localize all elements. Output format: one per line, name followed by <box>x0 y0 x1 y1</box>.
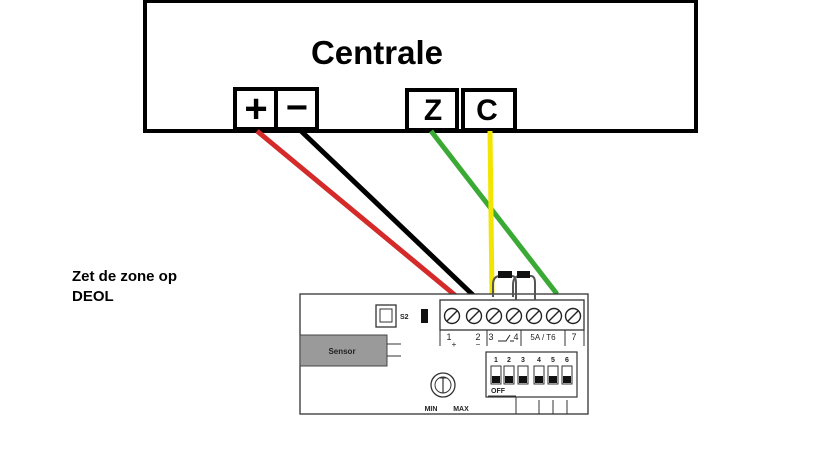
terminal-screw <box>443 307 461 325</box>
terminal-screw <box>465 307 483 325</box>
terminal-label-7: 7 <box>571 332 576 342</box>
terminal-c <box>461 88 517 132</box>
terminal-plus <box>233 87 278 131</box>
terminal-z-label: Z <box>424 94 442 127</box>
dip-numbers: 1 2 3 4 5 6 <box>494 357 569 364</box>
terminal-screw <box>545 307 563 325</box>
z-wire <box>429 129 559 296</box>
s2-label: S2 <box>400 314 409 321</box>
jumper-resistor-2 <box>512 271 536 300</box>
dip-number: 4 <box>537 357 541 364</box>
detector-module: 1 2 3 4 5A / T6 7 + − S2 Sensor <box>299 271 589 415</box>
dip-switch-2 <box>503 365 515 385</box>
dip-off-label: OFF <box>491 388 506 395</box>
plus-wire <box>255 129 458 298</box>
terminal-mark-minus: − <box>476 340 481 349</box>
instruction-note: Zet de zone op DEOL <box>72 267 177 307</box>
sensor-block <box>299 334 388 367</box>
s2-button-cap <box>379 308 393 323</box>
terminal-screw <box>485 307 503 325</box>
minus-wire <box>299 129 476 298</box>
jumper-resistor-1 <box>492 271 517 300</box>
sensor-label: Sensor <box>328 347 355 356</box>
pot-max-label: MAX <box>453 406 469 413</box>
terminal-z <box>405 88 459 132</box>
pot-min-label: MIN <box>425 406 438 413</box>
terminal-label-2: 2 <box>475 332 480 342</box>
dip-number: 3 <box>521 357 525 364</box>
dip-switch-6 <box>561 365 573 385</box>
dip-number: 6 <box>565 357 569 364</box>
terminal-mark-plus: + <box>452 340 457 349</box>
led-indicator <box>421 309 428 323</box>
dip-switch-1 <box>490 365 502 385</box>
c-wire <box>487 130 495 297</box>
sensitivity-potentiometer <box>430 372 456 398</box>
terminal-label-3: 3 <box>488 332 493 342</box>
terminal-screw <box>525 307 543 325</box>
instruction-line-2: DEOL <box>72 288 114 305</box>
central-unit: Centrale + − Z C <box>143 0 698 133</box>
dip-switch-3 <box>517 365 529 385</box>
relay-contact-symbol <box>498 334 514 342</box>
terminal-plus-label: + <box>244 87 267 131</box>
terminal-screw <box>505 307 523 325</box>
dip-number: 2 <box>507 357 511 364</box>
terminal-screw <box>564 307 582 325</box>
dip-number: 1 <box>494 357 498 364</box>
dip-number: 5 <box>551 357 555 364</box>
terminal-label-1: 1 <box>446 332 451 342</box>
central-title: Centrale <box>311 34 443 71</box>
terminal-minus <box>274 87 319 131</box>
instruction-line-1: Zet de zone op <box>72 268 177 285</box>
terminal-label-4: 4 <box>513 332 518 342</box>
terminal-minus-label: − <box>286 87 308 129</box>
dip-switch-5 <box>547 365 559 385</box>
terminal-label-5a-t6: 5A / T6 <box>530 333 556 342</box>
dip-switch-4 <box>533 365 545 385</box>
terminal-c-label: C <box>476 94 498 127</box>
